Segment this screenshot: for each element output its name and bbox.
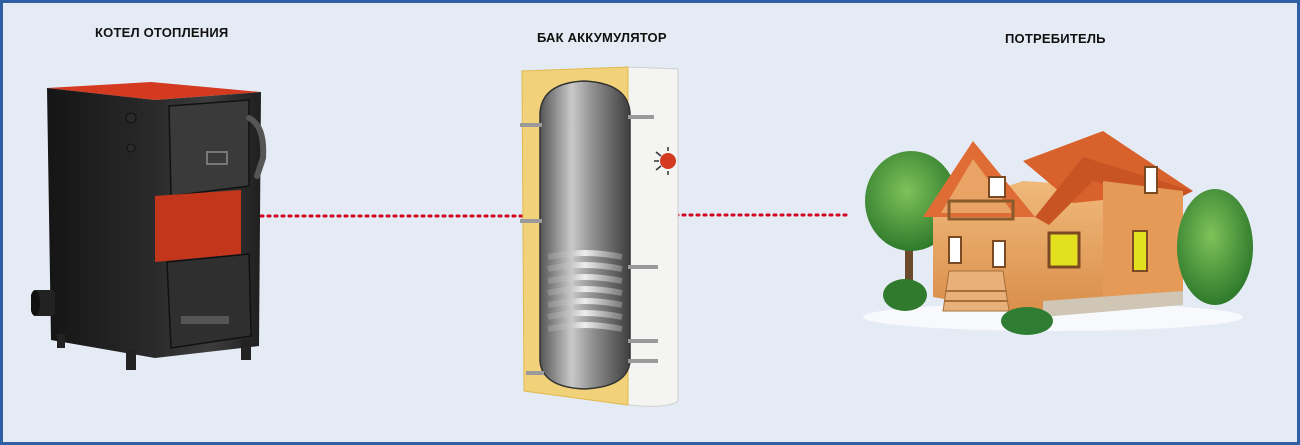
house-icon [863, 131, 1253, 335]
label-house: ПОТРЕБИТЕЛЬ [1005, 31, 1106, 46]
accumulator-tank-icon [520, 66, 679, 407]
label-tank: БАК АККУМУЛЯТОР [537, 30, 667, 45]
connectors [259, 213, 853, 218]
label-boiler: КОТЕЛ ОТОПЛЕНИЯ [95, 25, 229, 40]
heating-boiler-icon [31, 82, 267, 370]
